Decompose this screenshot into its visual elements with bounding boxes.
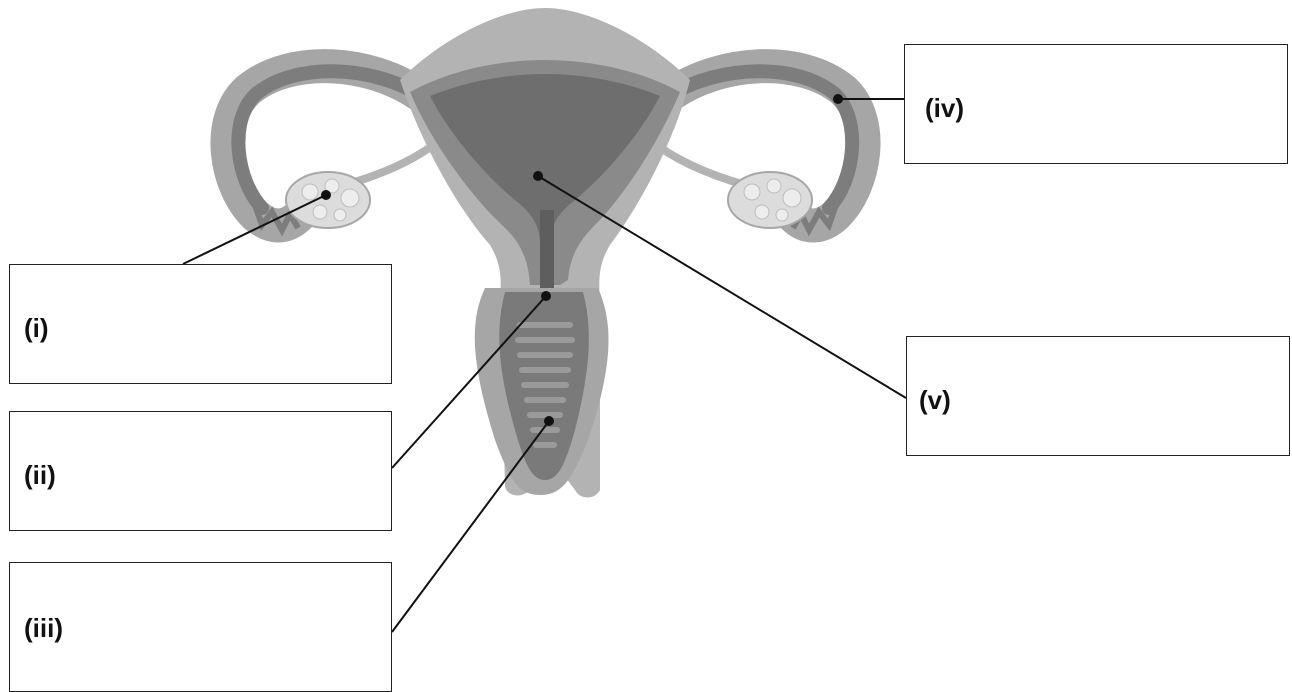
label-box-i[interactable]: (i) xyxy=(9,264,392,384)
leader-line-iii xyxy=(392,421,549,632)
pointer-dot-iii xyxy=(544,416,554,426)
label-box-iv[interactable]: (iv) xyxy=(904,44,1288,164)
pointer-dot-i xyxy=(321,190,331,200)
left-ovary xyxy=(286,172,370,228)
label-box-iii[interactable]: (iii) xyxy=(9,562,392,692)
label-v: (v) xyxy=(919,385,951,416)
label-iv: (iv) xyxy=(925,93,964,124)
pointer-dot-ii xyxy=(541,291,551,301)
right-ovary xyxy=(728,172,812,228)
pointer-dot-v xyxy=(533,171,543,181)
label-box-ii[interactable]: (ii) xyxy=(9,411,392,531)
pointer-dot-iv xyxy=(833,94,843,104)
label-box-v[interactable]: (v) xyxy=(906,336,1290,456)
label-i: (i) xyxy=(24,313,49,344)
label-iii: (iii) xyxy=(24,613,63,644)
label-ii: (ii) xyxy=(24,460,56,491)
